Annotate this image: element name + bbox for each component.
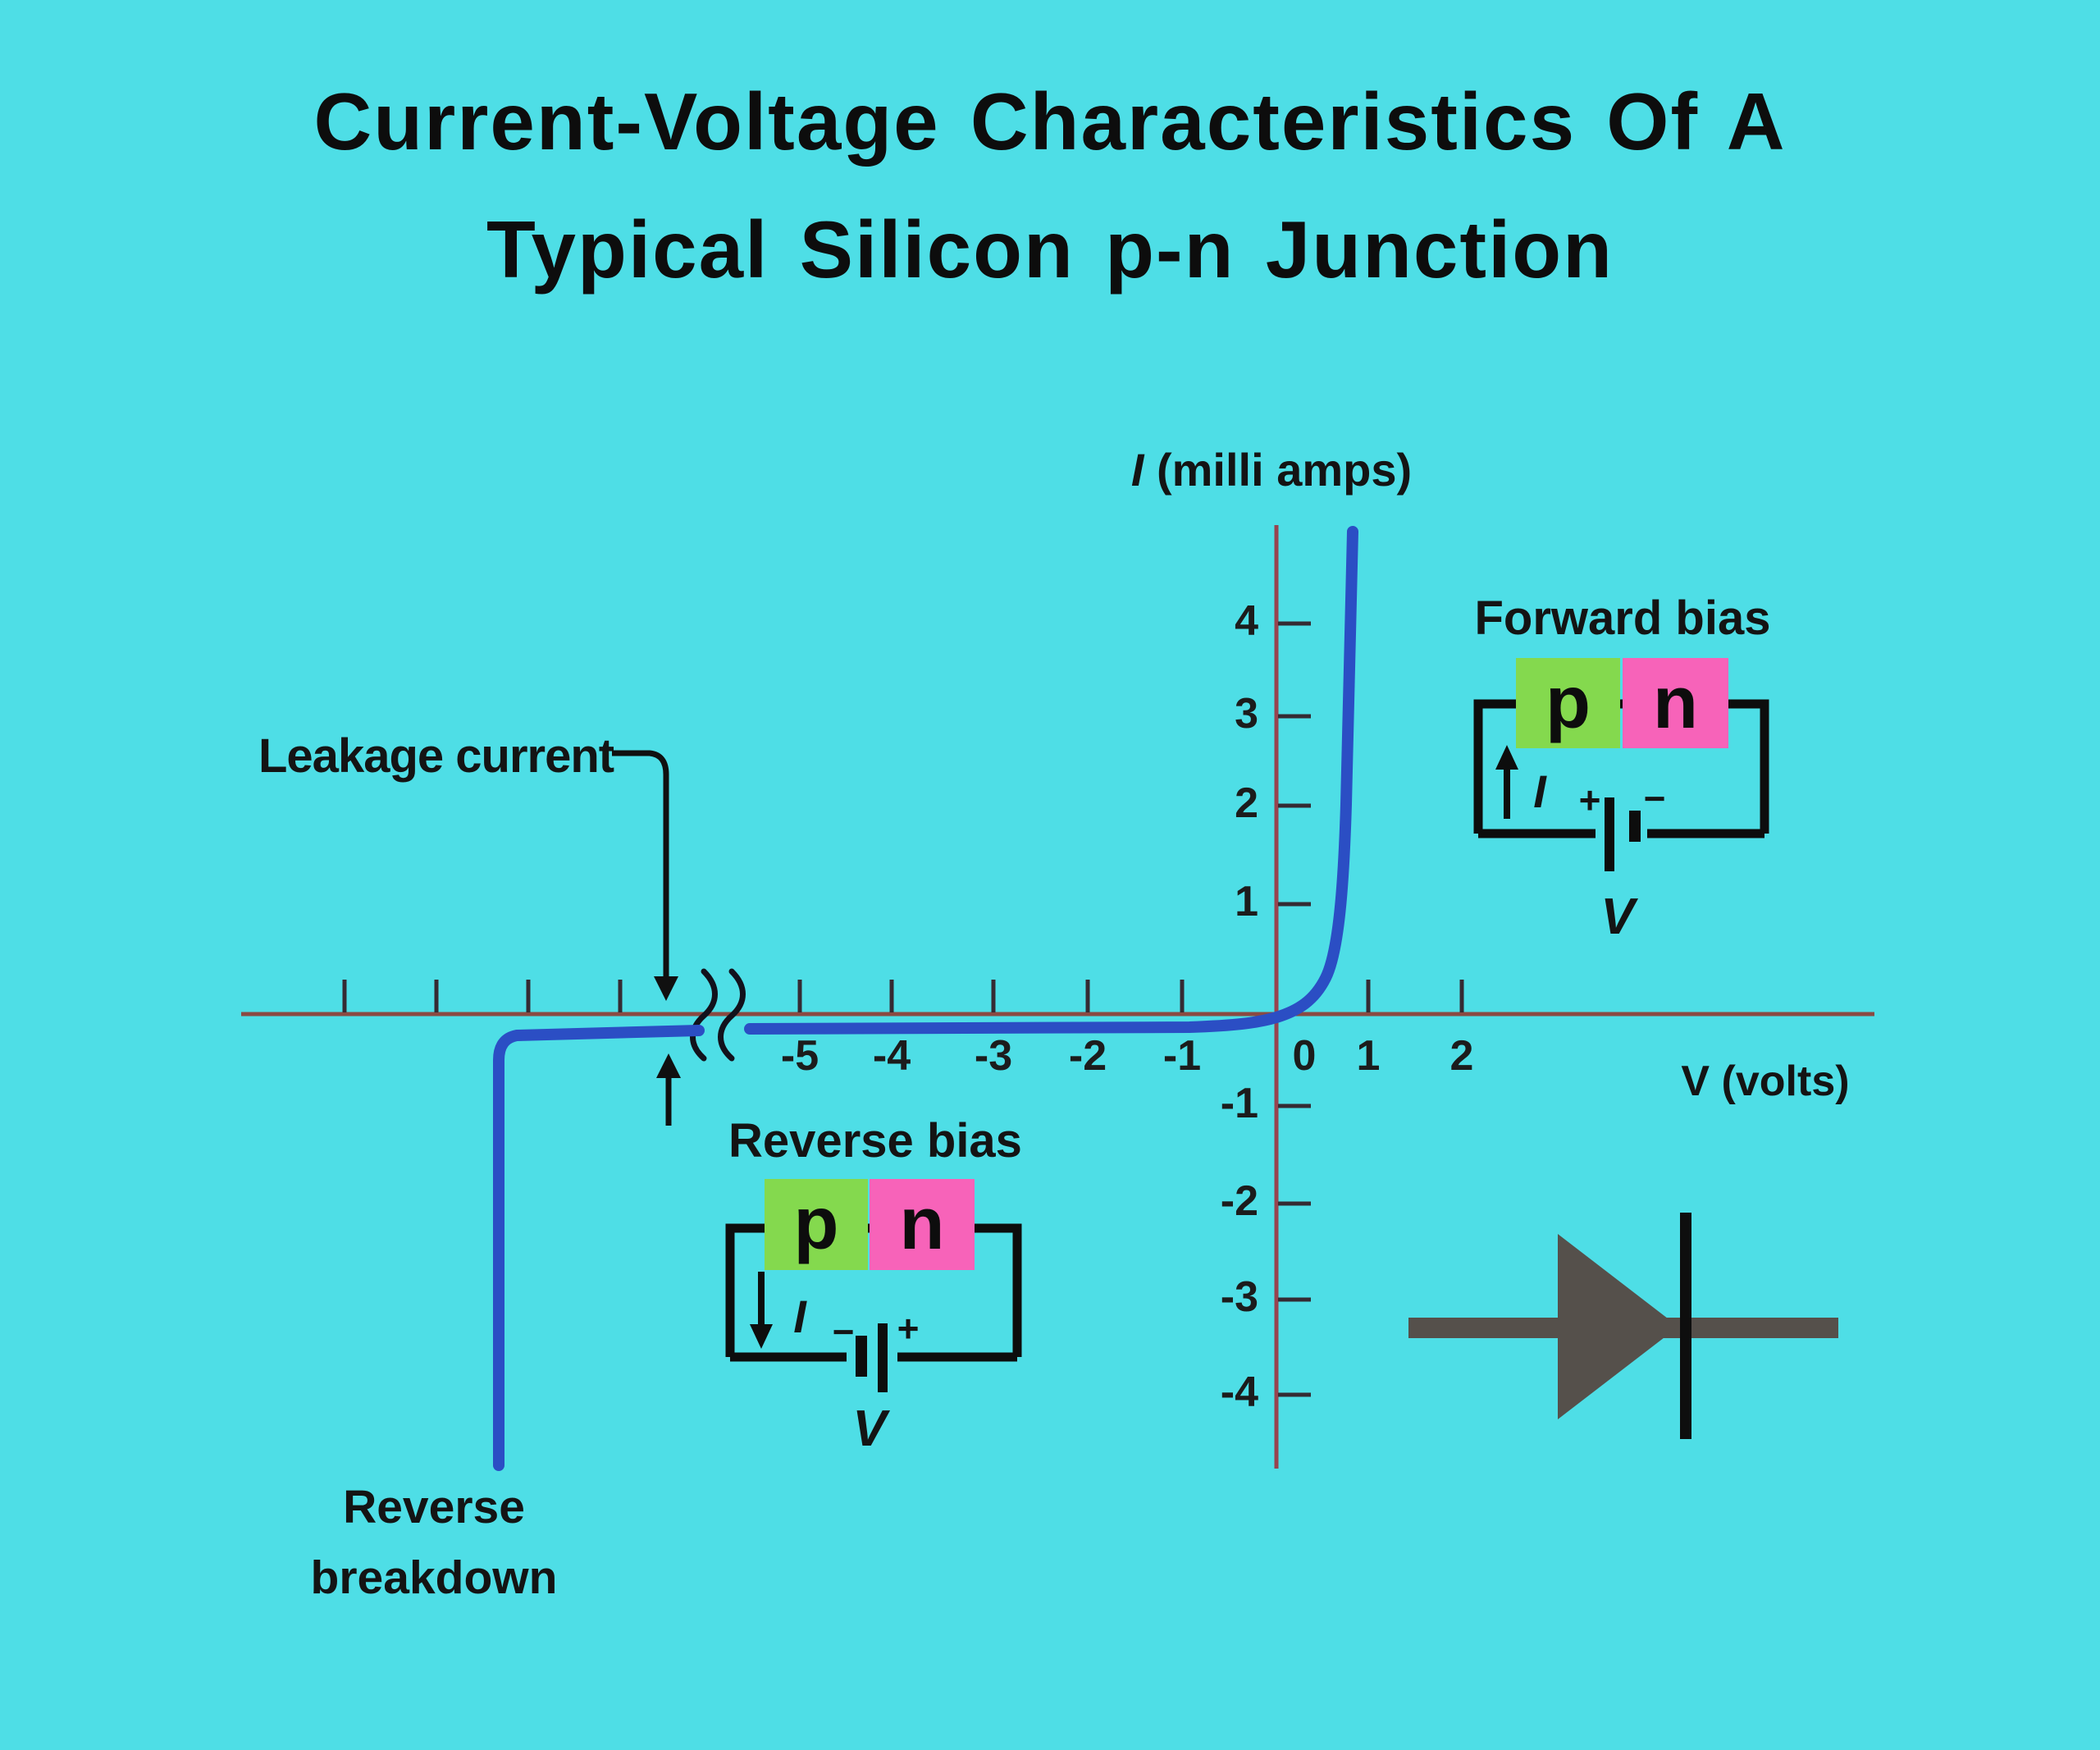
page-title-line1: Current-Voltage Characteristics Of A bbox=[313, 76, 1787, 167]
x-axis-ticks bbox=[342, 980, 1464, 1012]
forward-p-region: p bbox=[1516, 658, 1620, 748]
diode-symbol-icon bbox=[1408, 1213, 1838, 1439]
p-label: p bbox=[1545, 661, 1591, 744]
page-title-line2: Typical Silicon p-n Junction bbox=[486, 204, 1614, 295]
reverse-voltage-symbol: V bbox=[852, 1400, 887, 1457]
y-axis-symbol: I bbox=[1130, 444, 1144, 496]
x-tick-label: 0 bbox=[1292, 1032, 1317, 1080]
y-tick-label: 3 bbox=[1235, 690, 1258, 738]
y-tick-label: 4 bbox=[1235, 597, 1258, 645]
y-tick-label: -1 bbox=[1220, 1080, 1258, 1127]
y-axis-ticks bbox=[1278, 621, 1311, 1397]
y-axis-units: (milli amps) bbox=[1144, 444, 1413, 496]
reverse-current-symbol: I bbox=[793, 1291, 806, 1342]
forward-battery-plus: + bbox=[1578, 779, 1601, 821]
x-tick-label: -5 bbox=[780, 1032, 819, 1080]
y-axis-label: I (milli amps) bbox=[1083, 443, 1460, 496]
leakage-up-arrow bbox=[656, 1053, 681, 1126]
n-label: n bbox=[899, 1183, 945, 1265]
leakage-pointer-arrow bbox=[612, 750, 678, 1001]
x-tick-label: -4 bbox=[872, 1032, 911, 1080]
reverse-battery-minus: − bbox=[832, 1310, 855, 1353]
x-tick-label: -3 bbox=[974, 1032, 1013, 1080]
forward-battery-minus: − bbox=[1643, 777, 1666, 820]
x-tick-label: -1 bbox=[1162, 1032, 1202, 1080]
x-tick-label: -2 bbox=[1068, 1032, 1107, 1080]
y-tick-label: 1 bbox=[1235, 878, 1258, 925]
reverse-n-region: n bbox=[870, 1179, 975, 1270]
forward-current-arrow bbox=[1495, 745, 1518, 819]
y-axis bbox=[1274, 525, 1311, 1469]
y-tick-label: -2 bbox=[1220, 1177, 1258, 1225]
forward-bias-title: Forward bias bbox=[1474, 592, 1771, 645]
iv-curve bbox=[493, 526, 1358, 1471]
leakage-current-label: Leakage current bbox=[258, 729, 614, 783]
p-label: p bbox=[793, 1183, 839, 1265]
forward-circuit-wires bbox=[1473, 699, 1769, 871]
y-tick-label: 2 bbox=[1235, 779, 1258, 827]
forward-current-symbol: I bbox=[1533, 765, 1546, 817]
x-tick-label: 1 bbox=[1356, 1032, 1381, 1080]
x-tick-label: 2 bbox=[1449, 1032, 1474, 1080]
reverse-breakdown-label-line2: breakdown bbox=[310, 1551, 558, 1604]
x-axis bbox=[241, 980, 1874, 1017]
x-axis-label: V (volts) bbox=[1681, 1058, 1850, 1105]
reverse-current-arrow bbox=[750, 1272, 773, 1349]
n-label: n bbox=[1653, 661, 1698, 744]
forward-n-region: n bbox=[1623, 658, 1728, 748]
reverse-circuit-wires bbox=[725, 1223, 1022, 1392]
y-tick-label: -4 bbox=[1220, 1368, 1258, 1416]
axis-break-icon bbox=[690, 968, 746, 1062]
forward-voltage-symbol: V bbox=[1600, 889, 1635, 945]
y-tick-label: -3 bbox=[1220, 1273, 1258, 1321]
reverse-p-region: p bbox=[765, 1179, 868, 1270]
reverse-bias-title: Reverse bias bbox=[728, 1114, 1022, 1167]
reverse-battery-plus: + bbox=[897, 1307, 920, 1350]
reverse-breakdown-label-line1: Reverse bbox=[343, 1481, 525, 1533]
